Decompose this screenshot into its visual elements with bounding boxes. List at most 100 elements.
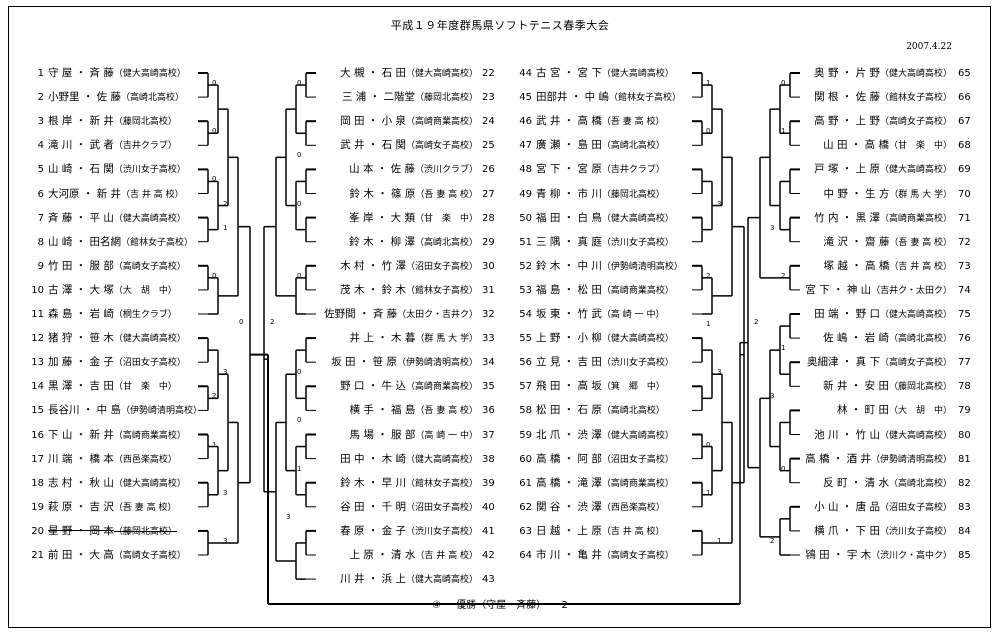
entry-pair: 新 井 ・ 安 田	[823, 380, 889, 393]
entry-number: 82	[958, 477, 971, 489]
entry-pair: 坂 田 ・ 笹 原	[331, 356, 397, 369]
entry-number: 40	[482, 501, 495, 513]
entry-school: （甘 楽 中）	[113, 382, 177, 393]
entry-68: 山 田 ・ 高 橋（甘 楽 中）68	[800, 137, 976, 153]
entry-number: 85	[958, 550, 971, 561]
entry-pair: 上 原 ・ 清 水	[349, 549, 416, 561]
entry-pair: 滝 川 ・ 武 者	[48, 139, 114, 152]
entry-pair: 立 見 ・ 吉 田	[536, 356, 602, 369]
entry-number: 21	[31, 550, 44, 561]
entry-pair: 木 村 ・ 竹 澤	[340, 259, 406, 272]
entry-school: （健大高崎高校）	[405, 69, 478, 79]
page-frame	[8, 6, 991, 628]
entry-number: 6	[37, 188, 44, 200]
score-mark: 1	[781, 344, 786, 353]
entry-pair: 福 田 ・ 白 鳥	[536, 211, 602, 224]
entry-pair: 戸 塚 ・ 上 原	[814, 163, 880, 176]
entry-pair: 高 橋 ・ 酒 井	[805, 452, 871, 465]
entry-number: 54	[519, 309, 532, 320]
winner-label: 優勝（守屋・斉藤）	[456, 600, 547, 611]
score-mark: 1	[781, 127, 786, 136]
entry-school: （渋川女子高校）	[879, 526, 952, 537]
entry-number: 58	[519, 405, 532, 417]
score-mark: 2	[270, 318, 275, 326]
entry-school: （吉井クラブ）	[113, 141, 177, 152]
event-date: 2007.4.22	[906, 42, 952, 52]
score-mark: 0	[297, 79, 302, 87]
entry-school: （吉 井 高 校）	[415, 551, 478, 561]
entry-pair: 星 野 ・ 岡 本	[48, 524, 114, 537]
entry-42: 上 原 ・ 清 水（吉 井 高 校）42	[316, 547, 502, 563]
entry-73: 塚 越 ・ 高 橋（吉 井 高 校）73	[800, 258, 976, 274]
score-mark: 2	[781, 271, 786, 280]
entry-school: （大 胡 中）	[113, 285, 177, 296]
entry-school: （沼田女子高校）	[601, 454, 674, 465]
entry-number: 61	[519, 477, 532, 489]
entry-pair: 宮 下 ・ 神 山	[805, 283, 872, 296]
entry-pair: 反 町 ・ 清 水	[823, 476, 889, 489]
entry-33: 井 上 ・ 木 暮（群 馬 大 学）33	[316, 330, 502, 346]
entry-number: 55	[519, 333, 532, 345]
entry-number: 22	[482, 68, 495, 79]
entry-75: 田 端 ・ 野 口（健大高崎高校）75	[800, 306, 976, 322]
entry-29: 鈴 木 ・ 柳 澤（高崎北高校）29	[316, 234, 502, 250]
entry-35: 野 口 ・ 牛 込（高崎商業高校）35	[316, 378, 502, 394]
entry-number: 5	[37, 164, 44, 176]
entry-school: （渋川女子高校）	[601, 237, 674, 248]
entry-school: （大 胡 中）	[888, 406, 952, 417]
entry-school: （健大高崎高校）	[601, 213, 674, 224]
entry-school: （吾 妻 高 校）	[113, 502, 177, 513]
entry-84: 横 爪 ・ 下 田（渋川女子高校）84	[800, 523, 976, 539]
entry-pair: 日 越 ・ 上 原	[536, 524, 602, 537]
entry-30: 木 村 ・ 竹 澤（沼田女子高校）30	[316, 258, 502, 274]
entry-pair: 猪 狩 ・ 笹 木	[48, 332, 114, 345]
entry-number: 84	[958, 525, 971, 537]
entry-pair: 黒 澤 ・ 吉 田	[48, 380, 114, 393]
entry-school: （吉井クラブ）	[601, 165, 665, 176]
entry-school: （高崎北高校）	[121, 93, 185, 104]
entry-number: 62	[519, 501, 532, 513]
entry-28: 峯 岸 ・ 大 類（甘 楽 中）28	[316, 210, 502, 226]
entry-school: （渋川女子高校）	[113, 165, 186, 176]
entry-85: 鴇 田 ・ 宇 木（渋川ク・高中ク）85	[800, 547, 976, 563]
score-mark: 1	[706, 79, 711, 87]
entry-school: （桐生クラブ）	[113, 310, 177, 320]
entry-number: 67	[958, 116, 971, 128]
entry-number: 63	[519, 525, 532, 537]
entry-80: 池 川 ・ 竹 山（健大高崎高校）80	[800, 427, 976, 443]
entry-pair: 川 端 ・ 橋 本	[48, 452, 114, 465]
entry-school: （藤岡北高校）	[414, 93, 478, 104]
entry-pair: 飛 田 ・ 高 坂	[536, 380, 602, 393]
entry-school: （高崎商業高校）	[405, 117, 478, 128]
entry-22: 大 槻 ・ 石 田（健大高崎高校）22	[316, 65, 502, 81]
entry-school: （吉井ク・太田ク）	[871, 285, 952, 296]
entry-pair: 井 上 ・ 木 暮	[349, 332, 416, 345]
score-mark: 3	[223, 536, 228, 545]
entry-school: （高崎女子高校）	[405, 141, 478, 152]
score-mark: 2	[770, 536, 775, 545]
entry-number: 59	[519, 429, 532, 441]
entry-pair: 関 根 ・ 佐 藤	[814, 91, 880, 104]
entry-number: 23	[482, 92, 495, 104]
entry-number: 81	[958, 453, 971, 465]
score-mark: 0	[212, 271, 217, 280]
score-mark: 0	[239, 318, 244, 326]
entry-pair: 守 屋 ・ 斉 藤	[48, 67, 114, 79]
entry-number: 74	[958, 284, 971, 296]
entry-number: 3	[37, 116, 44, 128]
entry-number: 80	[958, 429, 971, 441]
final-result: ④ 優勝（守屋・斉藤） 2	[0, 596, 1000, 611]
entry-39: 鈴 木 ・ 早 川（館林女子高校）39	[316, 475, 502, 491]
entry-number: 36	[482, 405, 495, 417]
entry-number: 76	[958, 333, 971, 345]
